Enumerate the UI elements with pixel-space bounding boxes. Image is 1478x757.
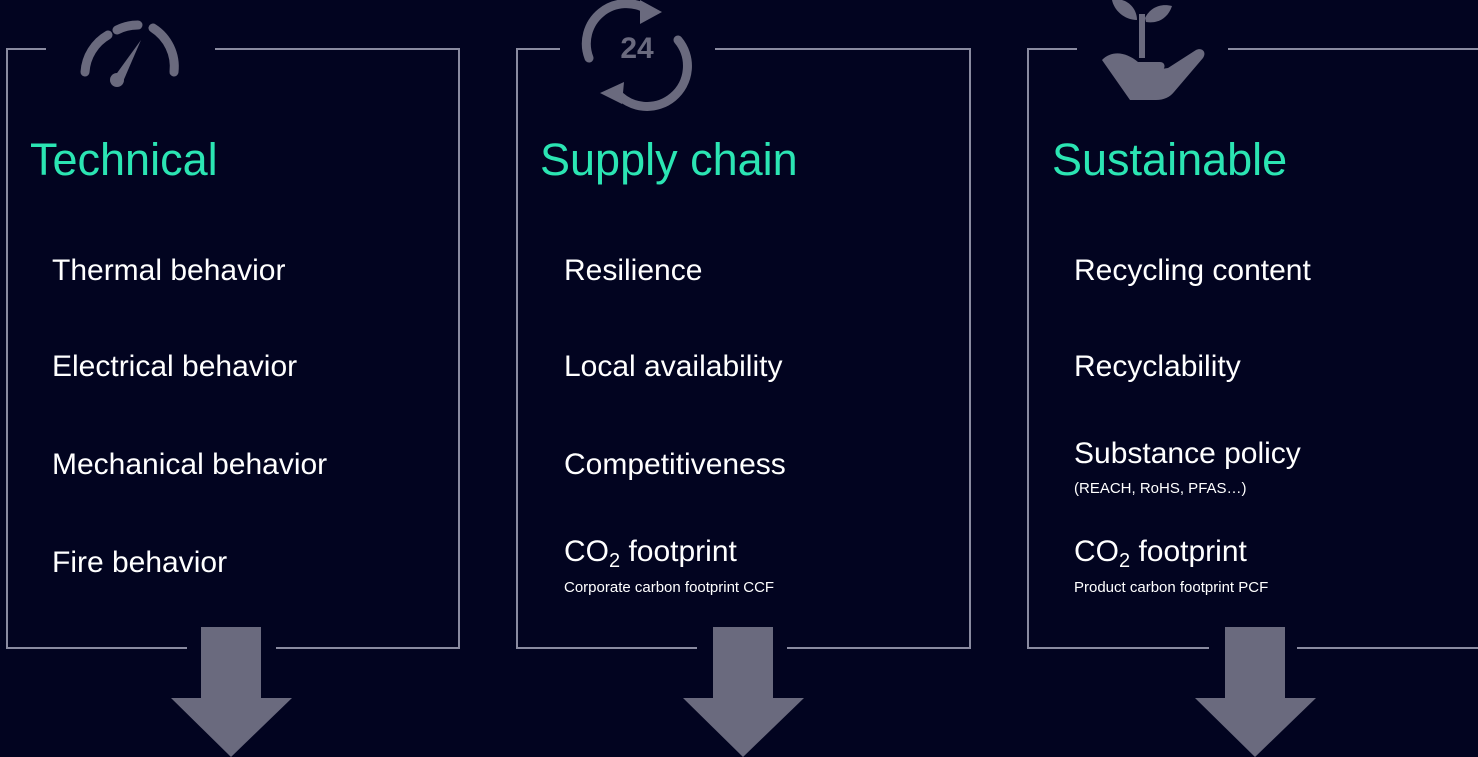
- item-competitiveness: Competitiveness: [564, 448, 786, 481]
- item-co2-footprint-pcf: CO2 footprint: [1074, 535, 1247, 572]
- 24-hour-cycle-icon: 24: [581, 0, 692, 111]
- item-mechanical-behavior: Mechanical behavior: [52, 448, 328, 481]
- icon-24-label: 24: [620, 32, 654, 65]
- item-co2-footprint-ccf: CO2 footprint: [564, 535, 737, 572]
- plant-in-hand-icon: [1102, 0, 1205, 100]
- item-recycling-content: Recycling content: [1074, 254, 1311, 287]
- panel-technical-frame: [6, 48, 460, 649]
- item-co2-footprint-ccf-note: Corporate carbon footprint CCF: [564, 579, 775, 596]
- panel-title-supply-chain: Supply chain: [540, 134, 798, 185]
- panel-sustainable-frame: [1027, 48, 1478, 649]
- item-co2-footprint-pcf-note: Product carbon footprint PCF: [1074, 579, 1269, 596]
- item-substance-policy-note: (REACH, RoHS, PFAS…): [1074, 480, 1247, 497]
- item-electrical-behavior: Electrical behavior: [52, 350, 298, 383]
- item-thermal-behavior: Thermal behavior: [52, 254, 286, 287]
- panel-title-sustainable: Sustainable: [1052, 134, 1288, 185]
- item-recyclability: Recyclability: [1074, 350, 1241, 383]
- speedometer-icon: [80, 20, 179, 87]
- item-local-availability: Local availability: [564, 350, 783, 383]
- item-substance-policy: Substance policy: [1074, 437, 1301, 470]
- panel-title-technical: Technical: [30, 134, 218, 185]
- down-arrow-supply-chain: [683, 627, 804, 757]
- panel-supply-chain-frame: [516, 48, 971, 649]
- item-resilience: Resilience: [564, 254, 703, 287]
- down-arrow-technical: [171, 627, 292, 757]
- down-arrow-sustainable: [1195, 627, 1316, 757]
- item-fire-behavior: Fire behavior: [52, 546, 228, 579]
